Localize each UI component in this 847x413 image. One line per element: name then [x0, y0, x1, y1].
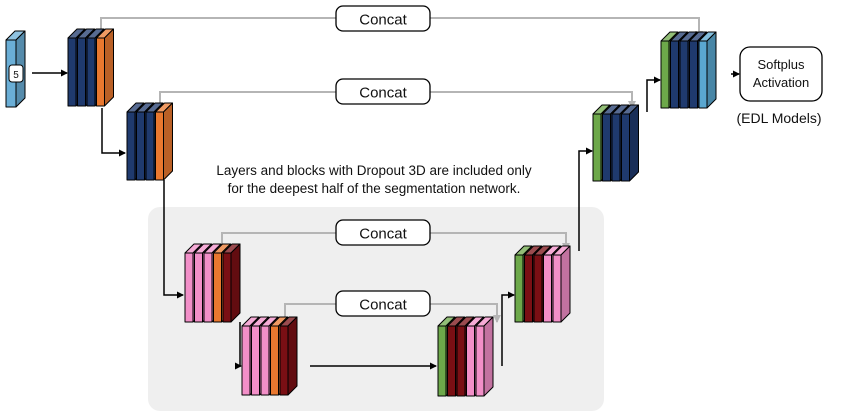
encoder-block-2-layer-3-front — [145, 111, 155, 181]
bottleneck-block-layer-3-front — [260, 325, 270, 396]
encoder-block-3-layer-4-front — [213, 252, 222, 323]
svg-text:Concat: Concat — [359, 226, 407, 243]
decoder-block-2-layer-1-front — [514, 254, 524, 323]
svg-text:Softplus: Softplus — [758, 57, 805, 72]
decoder-block-1-layer-3-front — [456, 325, 466, 397]
encoder-block-1-layer-4 — [96, 28, 114, 107]
encoder-block-2-layer-2-front — [136, 111, 145, 181]
encoder-block-3-layer-2-front — [194, 252, 203, 323]
arrow-dec2-to-dec3 — [578, 147, 593, 251]
decoder-block-1-layer-5-front — [475, 325, 485, 397]
encoder-block-3-layer-5 — [222, 243, 241, 323]
decoder-block-3-layer-3-front — [611, 113, 621, 182]
encoder-block-1-layer-4-front — [96, 37, 105, 107]
edl-models-caption: (EDL Models) — [736, 110, 821, 126]
decoder-block-4-layer-5-front — [698, 40, 708, 109]
decoder-block-2-layer-3-front — [533, 254, 543, 323]
decoder-block-1-layer-5-side — [483, 316, 494, 397]
decoder-block-3-layer-2-front — [602, 113, 611, 182]
decoder-block-4-layer-5-side — [706, 31, 717, 109]
decoder-block-4-layer-5 — [698, 31, 717, 109]
encoder-block-3-layer-3-front — [203, 252, 213, 323]
decoder-block-2-layer-4-front — [543, 254, 552, 323]
arrow-dec3-to-dec4 — [646, 76, 661, 112]
arrow-enc2-to-enc3 — [163, 180, 184, 299]
arrow-enc3-to-bottleneck — [235, 322, 242, 370]
input-channel-badge — [8, 64, 24, 83]
decoder-block-1-layer-5 — [475, 316, 494, 397]
decoder-block-2-layer-5-side — [560, 245, 571, 323]
decoder-block-3-layer-4-side — [629, 104, 639, 182]
bottleneck-block-layer-4-front — [270, 325, 279, 396]
decoder-block-4-layer-4-front — [689, 40, 698, 109]
input-channel-count: 5 — [13, 70, 19, 81]
encoder-block-3-layer-5-side — [230, 243, 241, 323]
concat-box-2: Concat — [335, 78, 431, 105]
decoder-block-2-layer-5 — [552, 245, 571, 323]
encoder-block-1-layer-1-front — [67, 37, 77, 107]
svg-text:Concat: Concat — [359, 12, 407, 29]
svg-text:Activation: Activation — [753, 75, 809, 90]
forward-path — [32, 69, 740, 370]
encoder-block-1-layer-2-front — [77, 37, 86, 107]
encoder-block-3-layer-1-front — [184, 252, 194, 323]
decoder-block-4-layer-2-front — [670, 40, 679, 109]
arrow-enc1-to-enc2 — [101, 108, 126, 157]
decoder-block-2-layer-2-front — [524, 254, 533, 323]
encoder-block-1-layer-3-front — [86, 37, 96, 107]
svg-text:Concat: Concat — [359, 85, 407, 102]
layer-blocks — [5, 28, 717, 397]
dropout-note-line-2: for the deepest half of the segmentation… — [228, 181, 521, 196]
dropout-note-line-1: Layers and blocks with Dropout 3D are in… — [216, 163, 531, 178]
encoder-block-2-layer-4-front — [155, 111, 164, 181]
encoder-block-2-layer-1-front — [126, 111, 136, 181]
decoder-block-1-layer-2-front — [447, 325, 456, 397]
decoder-block-3-layer-4-front — [621, 113, 630, 182]
decoder-block-1-layer-1-front — [437, 325, 447, 397]
decoder-block-4-layer-3-front — [679, 40, 689, 109]
decoder-block-3-layer-1-front — [592, 113, 602, 182]
encoder-block-1-layer-4-side — [104, 28, 114, 107]
decoder-block-3-layer-4 — [621, 104, 639, 182]
concat-box-1: Concat — [335, 5, 431, 32]
bottleneck-block-layer-5-front — [279, 325, 289, 396]
bottleneck-block-layer-1-front — [241, 325, 251, 396]
decoder-block-2-layer-5-front — [552, 254, 562, 323]
concat-box-4: Concat — [335, 290, 431, 317]
bottleneck-block-layer-2-front — [251, 325, 260, 396]
concat-box-3: Concat — [335, 219, 431, 246]
encoder-block-3-layer-5-front — [222, 252, 232, 323]
decoder-block-1-layer-4-front — [466, 325, 475, 397]
svg-text:Concat: Concat — [359, 297, 407, 314]
decoder-block-4-layer-1-front — [660, 40, 670, 109]
softplus-activation-box: Softplus Activation — [739, 46, 823, 102]
encoder-block-2-layer-4-side — [163, 102, 173, 181]
bottleneck-block-layer-5-side — [287, 316, 298, 396]
bottleneck-block-layer-5 — [279, 316, 298, 396]
encoder-block-2-layer-4 — [155, 102, 173, 181]
arrow-dec1-to-dec2 — [501, 291, 515, 366]
